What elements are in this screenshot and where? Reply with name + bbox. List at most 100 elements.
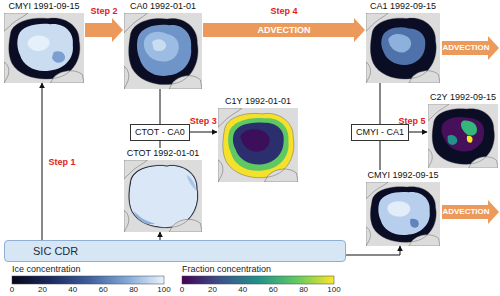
tick-label: 60	[99, 285, 108, 295]
connector-line	[42, 83, 43, 240]
tick-label: 60	[269, 285, 278, 295]
map-title: CA1 1992-09-15	[365, 1, 441, 12]
fraction-map-part	[228, 118, 288, 171]
sea-ice-map-part	[366, 13, 440, 83]
map-title: CMYI 1991-09-15	[3, 1, 85, 12]
fraction-map-part	[467, 136, 473, 143]
fraction-map-part	[428, 104, 498, 168]
fraction-map-part	[240, 129, 269, 151]
sea-ice-map-part	[366, 13, 440, 83]
map-title: CA0 1992-01-01	[123, 1, 203, 12]
connector-line	[160, 89, 161, 124]
process-arrow	[85, 18, 123, 42]
connector-line	[380, 83, 381, 124]
advection-label: ADVECTION	[257, 25, 310, 36]
sea-ice-map-part	[137, 25, 191, 76]
tick-label: 100	[327, 285, 340, 295]
data-source-bar: SIC CDR	[4, 240, 346, 262]
map-panel: C1Y 1992-01-01	[217, 96, 299, 182]
sea-ice-map-part	[52, 51, 65, 62]
sea-ice-map	[4, 13, 84, 83]
connector-line	[346, 246, 400, 255]
map-title: CMYI 1992-09-15	[365, 170, 441, 181]
tick-label: 0	[10, 285, 14, 295]
sea-ice-map-part	[17, 24, 73, 71]
sea-ice-map-part	[366, 182, 440, 246]
advection-label: ADVECTION	[442, 43, 489, 53]
advection-label: ADVECTION	[442, 207, 489, 217]
operation-box: CMYI - CA1	[351, 124, 409, 141]
fraction-map-part	[432, 109, 494, 165]
map-panel: CMYI 1992-09-15	[365, 170, 441, 246]
tick-label: 100	[157, 285, 170, 295]
tick-label: 0	[180, 285, 184, 295]
sea-ice-map-part	[133, 210, 155, 224]
tick-label: 80	[299, 285, 308, 295]
sea-ice-map	[366, 13, 440, 83]
tick-label: 80	[129, 285, 138, 295]
sea-ice-map-part	[124, 160, 202, 232]
operation-label: CTOT - CA0	[135, 127, 185, 137]
sea-ice-map-part	[124, 13, 202, 89]
tick-label: 40	[68, 285, 77, 295]
map-title: C1Y 1992-01-01	[217, 96, 299, 107]
map-panel: CTOT 1992-01-01	[123, 148, 203, 232]
tick-label: 40	[238, 285, 247, 295]
sea-ice-map	[366, 182, 440, 246]
tick-label: 20	[208, 285, 217, 295]
sea-ice-map-part	[366, 182, 440, 246]
fraction-map-part	[218, 108, 298, 182]
sea-ice-map-part	[4, 13, 84, 83]
process-arrow	[203, 18, 365, 42]
legend-label: Ice concentration	[12, 264, 81, 275]
fraction-map-part	[441, 117, 484, 151]
sea-ice-map-part	[152, 39, 166, 51]
connector-line	[409, 132, 427, 133]
step-label: Step 3	[190, 116, 217, 127]
map-panel: CA0 1992-01-01	[123, 1, 203, 89]
sea-ice-map-part	[129, 166, 197, 227]
fraction-map-part	[428, 104, 498, 168]
ice-colorbar	[12, 276, 164, 284]
map-panel: C2Y 1992-09-15	[427, 92, 499, 168]
operation-box: CTOT - CA0	[130, 124, 190, 141]
sea-ice-map-part	[4, 13, 84, 83]
step-label: Step 2	[90, 6, 117, 17]
advection-arrow	[442, 36, 499, 60]
sea-ice-map-part	[144, 32, 179, 62]
connector-line	[190, 132, 217, 133]
map-panel: CMYI 1991-09-15	[3, 1, 85, 83]
fraction-map	[428, 104, 498, 168]
sea-ice-map-part	[381, 27, 425, 65]
fraction-map-part	[218, 108, 298, 182]
fraction-map-part	[233, 122, 284, 164]
sea-ice-map-part	[124, 160, 202, 232]
sea-ice-map-part	[388, 34, 411, 53]
legend-label: Fraction concentration	[182, 264, 271, 275]
fraction-map	[218, 108, 298, 182]
step-label: Step 1	[48, 156, 75, 167]
map-title: C2Y 1992-09-15	[427, 92, 499, 103]
advection-arrow	[442, 200, 499, 224]
fraction-map-part	[223, 113, 294, 177]
sea-ice-map-part	[378, 192, 429, 235]
sea-ice-map	[124, 160, 202, 232]
operation-label: CMYI - CA1	[356, 127, 404, 137]
connector-line	[380, 141, 381, 170]
sea-ice-map-part	[387, 201, 410, 217]
sea-ice-map-part	[410, 219, 419, 228]
map-title: CTOT 1992-01-01	[123, 148, 203, 159]
connector-line	[160, 141, 161, 148]
sea-ice-map-part	[28, 36, 50, 51]
fraction-colorbar	[182, 276, 334, 284]
fraction-map-part	[448, 135, 458, 145]
sea-ice-map-part	[124, 13, 202, 89]
step-label: Step 5	[398, 116, 425, 127]
source-label: SIC CDR	[5, 241, 345, 261]
connector-line	[160, 232, 161, 240]
fraction-map-part	[461, 120, 477, 135]
tick-label: 20	[38, 285, 47, 295]
sea-ice-map	[124, 13, 202, 89]
map-panel: CA1 1992-09-15	[365, 1, 441, 83]
